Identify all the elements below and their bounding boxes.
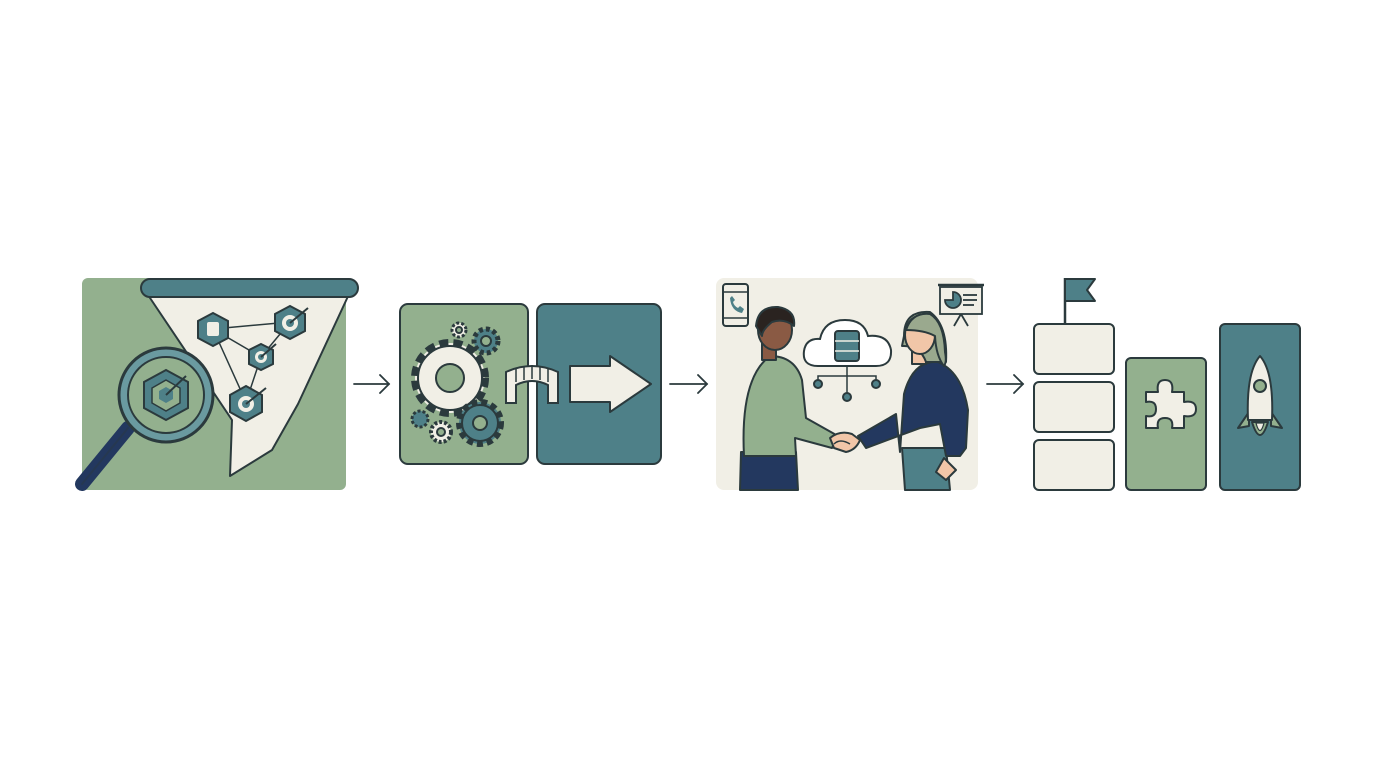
stage-partnership bbox=[716, 278, 984, 491]
rocket-icon bbox=[1237, 355, 1283, 436]
stage-transition bbox=[399, 303, 662, 465]
target-icon bbox=[197, 304, 309, 423]
arrow-right-icon bbox=[569, 355, 652, 413]
phone-icon bbox=[722, 283, 749, 327]
connector-arrow-2 bbox=[669, 374, 709, 394]
bridge-icon bbox=[505, 365, 559, 404]
stacked-blocks bbox=[1033, 323, 1115, 491]
flag-icon bbox=[1063, 278, 1096, 324]
rocket-card bbox=[1219, 323, 1301, 491]
stage-discovery bbox=[75, 278, 359, 491]
presentation-icon bbox=[938, 283, 984, 327]
puzzle-icon bbox=[1145, 379, 1197, 429]
handshake-icon bbox=[739, 305, 969, 491]
magnifier-icon bbox=[75, 346, 215, 491]
connector-arrow-3 bbox=[986, 374, 1025, 394]
cloud-database-icon bbox=[802, 318, 893, 402]
stage-launch bbox=[1033, 278, 1301, 491]
puzzle-card bbox=[1125, 357, 1207, 491]
connector-arrow-1 bbox=[353, 374, 391, 394]
gears-icon bbox=[410, 321, 504, 447]
